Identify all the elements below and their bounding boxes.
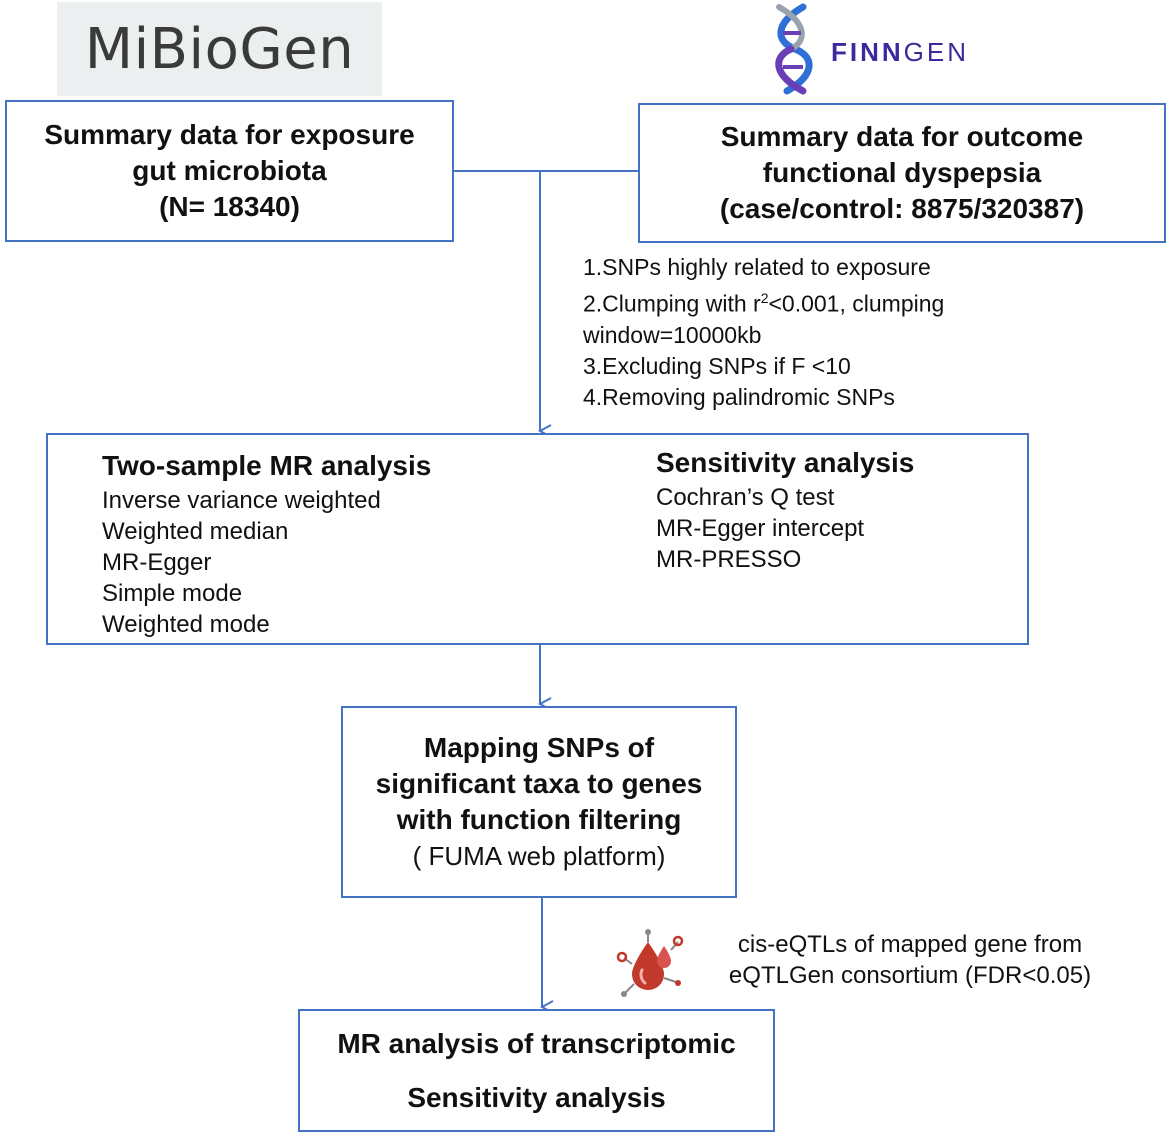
step-1: 1.SNPs highly related to exposure <box>583 254 931 280</box>
exposure-summary-box: Summary data for exposure gut microbiota… <box>5 100 454 242</box>
outcome-subject: functional dyspepsia <box>762 157 1042 188</box>
transcriptomic-mr-box: MR analysis of transcriptomic Sensitivit… <box>298 1009 775 1132</box>
two-sample-mr-title: Two-sample MR analysis <box>102 450 432 481</box>
mr-method: Weighted median <box>102 518 289 545</box>
step-2: 2.Clumping with r2<0.001, clumping <box>583 290 945 317</box>
eqtl-source-note: cis-eQTLs of mapped gene from eQTLGen co… <box>700 929 1120 991</box>
mapping-line: Mapping SNPs of <box>423 732 655 763</box>
sensitivity-analysis-title: Sensitivity analysis <box>656 447 915 478</box>
mr-method: Inverse variance weighted <box>102 487 381 514</box>
mr-method: Simple mode <box>102 580 243 607</box>
mibiogen-logo-text: MiBioGen <box>84 16 355 82</box>
blood-drop-icon <box>616 929 684 997</box>
exposure-subject: gut microbiota <box>132 155 327 186</box>
eqtl-note-line: eQTLGen consortium (FDR<0.05) <box>728 962 1092 989</box>
eqtl-note-line: cis-eQTLs of mapped gene from <box>737 931 1083 958</box>
two-sample-mr-column: Two-sample MR analysis Inverse variance … <box>102 447 431 640</box>
exposure-sample-size: (N= 18340) <box>159 191 300 222</box>
snp-selection-steps: 1.SNPs highly related to exposure 2.Clum… <box>583 252 1023 413</box>
exposure-title: Summary data for exposure <box>44 119 415 150</box>
mapping-line: with function filtering <box>396 804 682 835</box>
step-4: 4.Removing palindromic SNPs <box>583 383 895 410</box>
finngen-logo: FINNGEN <box>765 3 1005 95</box>
sensitivity-method: MR-Egger intercept <box>656 515 865 542</box>
dna-helix-icon <box>775 3 813 95</box>
mapping-platform: ( FUMA web platform) <box>412 841 666 871</box>
transcriptomic-sensitivity: Sensitivity analysis <box>407 1081 666 1113</box>
outcome-summary-box: Summary data for outcome functional dysp… <box>638 103 1166 243</box>
outcome-title: Summary data for outcome <box>720 121 1084 152</box>
sensitivity-method: MR-PRESSO <box>656 546 802 573</box>
step-3: 3.Excluding SNPs if F <10 <box>583 352 851 379</box>
mr-method: MR-Egger <box>102 549 212 576</box>
finngen-logo-text: FINNGEN <box>831 37 970 67</box>
step-2-continued: window=10000kb <box>583 321 762 348</box>
gene-mapping-box: Mapping SNPs of significant taxa to gene… <box>341 706 737 898</box>
sensitivity-analysis-column: Sensitivity analysis Cochran’s Q test MR… <box>656 444 914 575</box>
sensitivity-method: Cochran’s Q test <box>656 484 835 511</box>
transcriptomic-title: MR analysis of transcriptomic <box>337 1027 736 1059</box>
outcome-sample-size: (case/control: 8875/320387) <box>719 193 1085 224</box>
mr-method: Weighted mode <box>102 611 270 638</box>
mr-analysis-box: Two-sample MR analysis Inverse variance … <box>46 433 1029 645</box>
mibiogen-logo: MiBioGen <box>57 2 382 96</box>
mapping-line: significant taxa to genes <box>375 768 703 799</box>
